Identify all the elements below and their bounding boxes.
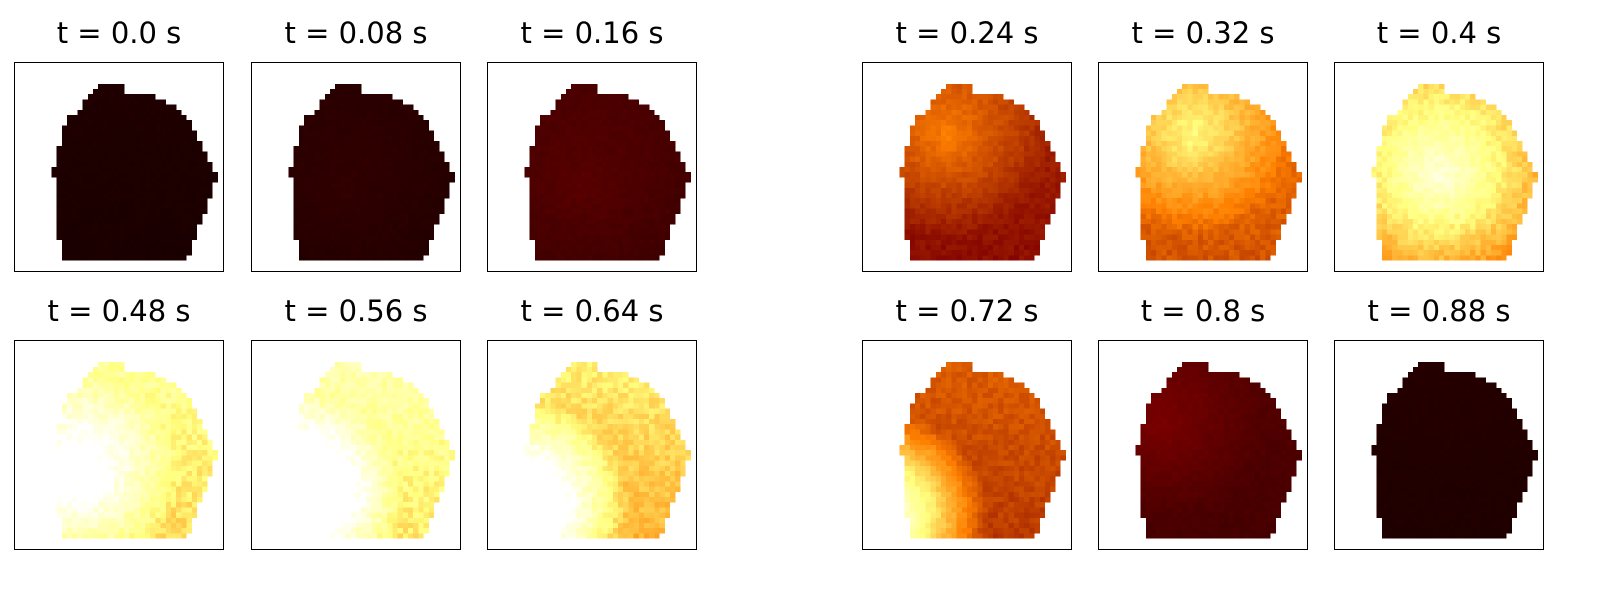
panel-title: t = 0.8 s bbox=[1140, 294, 1266, 328]
panel-title: t = 0.24 s bbox=[895, 16, 1039, 50]
panel-title: t = 0.88 s bbox=[1367, 294, 1511, 328]
panel-title: t = 0.4 s bbox=[1376, 16, 1502, 50]
panel-title: t = 0.72 s bbox=[895, 294, 1039, 328]
panel-title: t = 0.16 s bbox=[520, 16, 664, 50]
panel-title: t = 0.32 s bbox=[1131, 16, 1275, 50]
heatmap-image bbox=[14, 62, 224, 272]
panel-title: t = 0.56 s bbox=[284, 294, 428, 328]
heatmap-image bbox=[487, 62, 697, 272]
heatmap-image bbox=[1334, 340, 1544, 550]
heatmap-image bbox=[14, 340, 224, 550]
heatmap-image bbox=[1098, 340, 1308, 550]
heatmap-image bbox=[862, 62, 1072, 272]
heatmap-image bbox=[1334, 62, 1544, 272]
panel-title: t = 0.0 s bbox=[56, 16, 182, 50]
heatmap-image bbox=[862, 340, 1072, 550]
heatmap-image bbox=[487, 340, 697, 550]
panel-title: t = 0.08 s bbox=[284, 16, 428, 50]
heatmap-image bbox=[1098, 62, 1308, 272]
heatmap-image bbox=[251, 340, 461, 550]
panel-title: t = 0.48 s bbox=[47, 294, 191, 328]
heatmap-image bbox=[251, 62, 461, 272]
panel-title: t = 0.64 s bbox=[520, 294, 664, 328]
